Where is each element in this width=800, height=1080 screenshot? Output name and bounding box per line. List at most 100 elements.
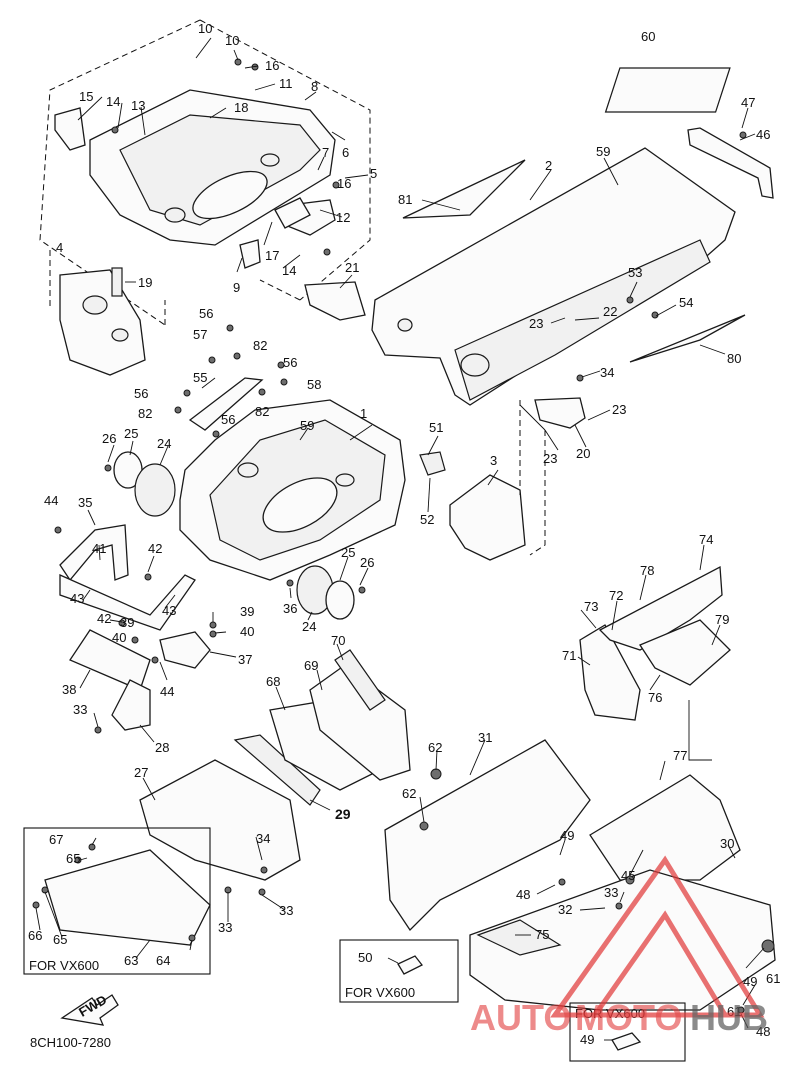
label-39a: 39	[120, 615, 134, 630]
label-47: 47	[741, 95, 755, 110]
label-20: 20	[576, 446, 590, 461]
label-38: 38	[62, 682, 76, 697]
label-36: 36	[283, 601, 297, 616]
label-63: 63	[124, 953, 138, 968]
watermark-mountain-icon	[550, 855, 765, 1018]
label-18: 18	[234, 100, 248, 115]
label-65b: 65	[53, 932, 67, 947]
label-3: 3	[490, 453, 497, 468]
label-59b: 59	[300, 418, 314, 433]
watermark-logo: AUTO MOTO HUB	[470, 855, 768, 1038]
label-57: 57	[193, 327, 207, 342]
pan-part-70	[334, 649, 386, 711]
label-27: 27	[134, 765, 148, 780]
label-13: 13	[131, 98, 145, 113]
label-25b: 25	[341, 545, 355, 560]
step-part-38	[69, 629, 151, 691]
label-11: 11	[279, 76, 293, 91]
label-70: 70	[331, 633, 345, 648]
label-78: 78	[640, 563, 654, 578]
sub-frame-part	[54, 89, 366, 321]
label-82b: 82	[138, 406, 152, 421]
label-49a: 49	[560, 828, 574, 843]
watermark-auto: AUTO	[470, 997, 571, 1038]
label-2: 2	[545, 158, 552, 173]
pan-part-31	[384, 739, 591, 932]
label-71: 71	[562, 648, 576, 663]
label-40b: 40	[240, 624, 254, 639]
label-14a: 14	[106, 94, 120, 109]
label-23c: 23	[543, 451, 557, 466]
label-50: 50	[358, 950, 372, 965]
fwd-arrow-icon	[60, 994, 119, 1026]
label-16b: 16	[337, 176, 351, 191]
label-35: 35	[78, 495, 92, 510]
watermark-moto: MOTO	[575, 997, 682, 1038]
pan-part-63	[44, 849, 211, 946]
boot-part-24-left	[134, 463, 176, 517]
label-48a: 48	[516, 887, 530, 902]
pan-part-27	[139, 759, 301, 881]
label-44a: 44	[44, 493, 58, 508]
label-23b: 23	[612, 402, 626, 417]
label-17: 17	[265, 248, 279, 263]
label-76: 76	[648, 690, 662, 705]
label-40a: 40	[112, 630, 126, 645]
label-15: 15	[79, 89, 93, 104]
pad-part-49-boxed	[611, 1032, 642, 1051]
label-33a: 33	[73, 702, 87, 717]
label-10b: 10	[225, 33, 239, 48]
label-30: 30	[720, 836, 734, 851]
label-55: 55	[193, 370, 207, 385]
label-75: 75	[535, 927, 549, 942]
bar-part-55	[188, 377, 264, 431]
pad-part-60	[604, 67, 731, 113]
label-81: 81	[398, 192, 412, 207]
vx600-box-left	[23, 827, 211, 975]
label-82c: 82	[255, 404, 269, 419]
label-23a: 23	[529, 316, 543, 331]
label-32: 32	[558, 902, 572, 917]
label-51: 51	[429, 420, 443, 435]
label-54: 54	[679, 295, 693, 310]
label-62a: 62	[428, 740, 442, 755]
label-73: 73	[584, 599, 598, 614]
label-72: 72	[609, 588, 623, 603]
label-77: 77	[673, 748, 687, 763]
vx600-box-mid	[339, 939, 459, 1003]
label-31: 31	[478, 730, 492, 745]
label-33b: 33	[218, 920, 232, 935]
label-49b: 49	[743, 974, 757, 989]
label-45: 45	[621, 868, 635, 883]
label-41: 41	[92, 541, 106, 556]
label-61a: 61	[766, 971, 780, 986]
label-42a: 42	[148, 541, 162, 556]
label-4: 4	[56, 240, 63, 255]
watermark-hub: HUB	[690, 997, 768, 1038]
label-74: 74	[699, 532, 713, 547]
label-5: 5	[370, 166, 377, 181]
label-49c: 49	[580, 1032, 594, 1047]
panel-part-76	[639, 619, 731, 686]
bumper-part-35	[59, 524, 196, 631]
label-6: 6	[342, 145, 349, 160]
label-34b: 34	[256, 831, 270, 846]
pad-part-50	[397, 955, 423, 975]
label-28: 28	[155, 740, 169, 755]
hardware-markers	[32, 58, 775, 1014]
bracket-part-3	[449, 474, 526, 561]
bracket-part-37	[159, 631, 211, 669]
label-14b: 14	[282, 263, 296, 278]
trim-part-81	[402, 159, 526, 219]
label-21: 21	[345, 260, 359, 275]
label-58: 58	[307, 377, 321, 392]
panel-part-2	[371, 147, 736, 406]
label-1: 1	[360, 406, 367, 421]
label-62b: 62	[402, 786, 416, 801]
bracket-part-20	[534, 397, 586, 429]
note-for-vx600-mid: FOR VX600	[345, 985, 415, 1000]
screen-part-29	[233, 734, 321, 806]
label-42b: 42	[97, 611, 111, 626]
label-66: 66	[28, 928, 42, 943]
label-52: 52	[420, 512, 434, 527]
